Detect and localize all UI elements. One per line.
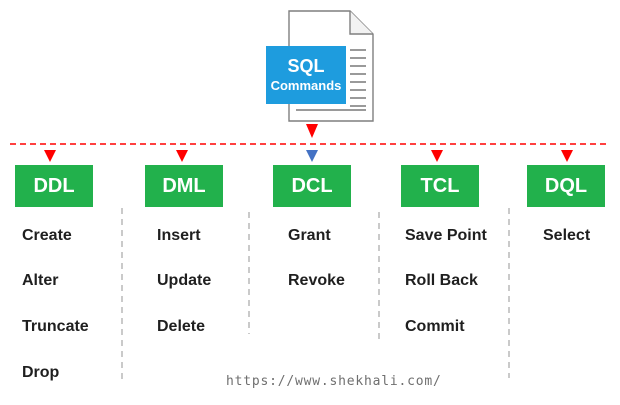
root-node-sql-commands: SQL Commands: [266, 46, 346, 104]
command-item: Create: [22, 227, 72, 244]
root-title: SQL: [287, 56, 325, 76]
command-item: Insert: [157, 227, 201, 244]
root-arrow: [306, 124, 318, 138]
category-dml: DML: [145, 165, 223, 207]
command-item: Drop: [22, 364, 60, 381]
category-dql: DQL: [527, 165, 605, 207]
arrow-dql: [561, 150, 573, 162]
command-item: Save Point: [405, 227, 487, 244]
command-item: Truncate: [22, 318, 89, 335]
command-item: Commit: [405, 318, 465, 335]
arrow-tcl: [431, 150, 443, 162]
category-ddl: DDL: [15, 165, 93, 207]
arrow-ddl: [44, 150, 56, 162]
command-item: Revoke: [288, 272, 345, 289]
command-item: Delete: [157, 318, 206, 335]
arrow-dml: [176, 150, 188, 162]
command-item: Grant: [288, 227, 331, 244]
arrow-dcl: [306, 150, 318, 162]
root-subtitle: Commands: [270, 78, 342, 93]
category-dcl: DCL: [273, 165, 351, 207]
command-item: Alter: [22, 272, 59, 289]
command-item: Update: [157, 272, 212, 289]
command-item: Select: [543, 227, 591, 244]
command-item: Roll Back: [405, 272, 478, 289]
category-tcl: TCL: [401, 165, 479, 207]
watermark-text: https://www.shekhali.com/: [226, 374, 442, 389]
